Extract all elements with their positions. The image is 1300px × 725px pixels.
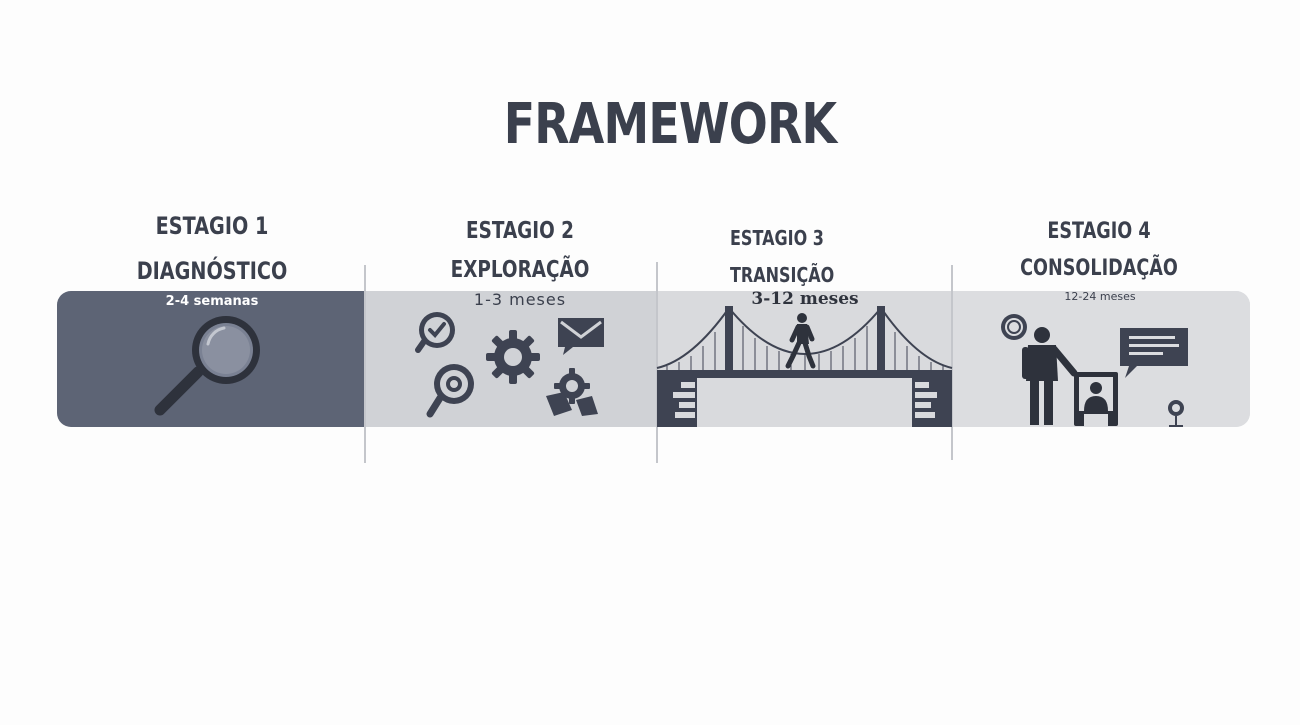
divider-1 (364, 265, 366, 463)
stage-1-name: DIAGNÓSTICO (136, 257, 288, 285)
flag-pin-icon (1168, 400, 1184, 427)
stage-2-label: ESTAGIO 2 (466, 218, 574, 244)
envelope-icon (558, 318, 604, 355)
stage-3-name: TRANSIÇÃO (730, 263, 835, 287)
chat-bubble-icon (1120, 328, 1188, 378)
stage-1-label: ESTAGIO 1 (155, 212, 269, 240)
bridge-icon (656, 306, 953, 427)
page-title: FRAMEWORK (503, 92, 837, 157)
divider-2 (656, 262, 658, 463)
stage-2-duration: 1-3 meses (473, 290, 567, 309)
stage-2-heading: ESTAGIO 2 EXPLORAÇÃO (440, 212, 600, 290)
stage-4-name: CONSOLIDAÇÃO (1020, 256, 1178, 281)
standing-person-icon (1022, 327, 1078, 425)
search-magnify-icon (426, 364, 474, 418)
gear-tools-icon (546, 368, 598, 416)
stage-3-heading: ESTAGIO 3 TRANSIÇÃO (730, 220, 842, 294)
stage-4-heading: ESTAGIO 4 CONSOLIDAÇÃO (1011, 213, 1187, 287)
stage-1-heading: ESTAGIO 1 DIAGNÓSTICO (132, 204, 292, 294)
stage-4-label: ESTAGIO 4 (1047, 219, 1151, 244)
stage-1-duration: 2-4 semanas (165, 294, 259, 309)
gear-icon (486, 330, 540, 384)
search-bubble-icon (1001, 314, 1027, 340)
stage-2-name: EXPLORAÇÃO (450, 257, 590, 283)
desk-person-icon (1074, 372, 1118, 426)
divider-3 (951, 265, 953, 460)
stage-3-label: ESTAGIO 3 (730, 226, 824, 250)
walking-person-icon (785, 313, 816, 369)
magnifying-glass-icon (154, 316, 260, 416)
stage-3-duration: 3-12 meses (751, 289, 859, 309)
search-check-icon (415, 312, 455, 353)
stage-4-duration: 12-24 meses (1064, 290, 1136, 303)
